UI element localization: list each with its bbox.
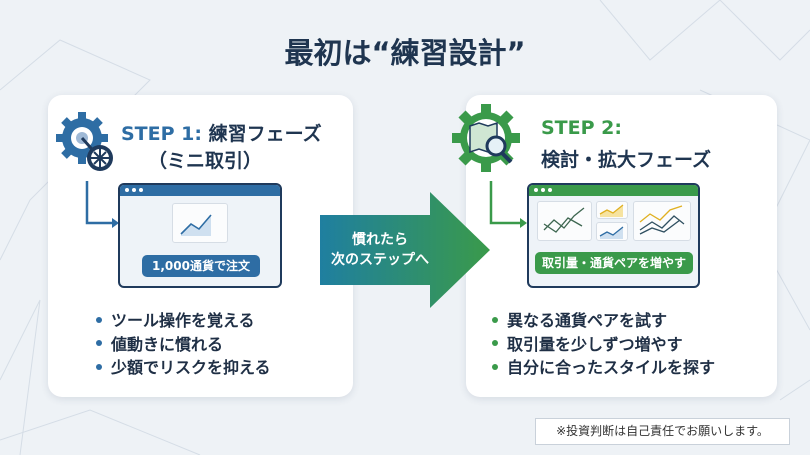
arrow-text-line2: 次のステップへ <box>331 252 429 268</box>
connector-arrow <box>489 181 527 228</box>
step2-app-window: 取引量・通貨ペアを増やす <box>527 183 700 288</box>
chart-thumbnail <box>596 201 628 219</box>
step1-card: STEP 1: 練習フェーズ （ミニ取引） 1,000通貨で注文 ツール操作を覚… <box>48 95 353 397</box>
disclaimer-footnote: ※投資判断は自己責任でお願いします。 <box>535 418 790 445</box>
page-title: 最初は“練習設計” <box>284 36 526 70</box>
step2-card: STEP 2: 検討・拡大フェーズ 取引量・通貨ペアを増やす 異なる通貨ペアを試… <box>452 95 777 397</box>
step1-phase: 練習フェーズ <box>208 123 322 145</box>
chart-thumbnail <box>633 201 691 241</box>
list-item: 取引量を少しずつ増やす <box>492 331 715 355</box>
arrow-text-line1: 慣れたら <box>352 232 408 248</box>
gear-wheel-icon <box>56 112 113 171</box>
gear-map-magnifier-icon <box>452 104 520 172</box>
step1-bullets: ツール操作を覚える 値動きに慣れる 少額でリスクを抑える <box>96 307 271 378</box>
connector-arrow <box>85 181 119 228</box>
list-item: 少額でリスクを抑える <box>96 354 271 378</box>
list-item: 値動きに慣れる <box>96 331 271 355</box>
step2-phase: 検討・拡大フェーズ <box>541 149 712 171</box>
list-item: ツール操作を覚える <box>96 307 271 331</box>
next-step-arrow <box>320 192 490 308</box>
step1-label: STEP 1: <box>121 123 202 145</box>
list-item: 異なる通貨ペアを試す <box>492 307 715 331</box>
step1-subtitle: （ミニ取引） <box>148 150 263 172</box>
step1-app-window: 1,000通貨で注文 <box>118 183 282 288</box>
chart-thumbnail <box>596 222 628 241</box>
increase-volume-pairs-button[interactable]: 取引量・通貨ペアを増やす <box>535 252 693 274</box>
step2-bullets: 異なる通貨ペアを試す 取引量を少しずつ増やす 自分に合ったスタイルを探す <box>492 307 715 378</box>
chart-thumbnail <box>172 203 228 243</box>
list-item: 自分に合ったスタイルを探す <box>492 354 715 378</box>
step2-label: STEP 2: <box>541 117 622 139</box>
chart-thumbnail <box>537 201 592 241</box>
order-1000-button[interactable]: 1,000通貨で注文 <box>142 255 260 277</box>
